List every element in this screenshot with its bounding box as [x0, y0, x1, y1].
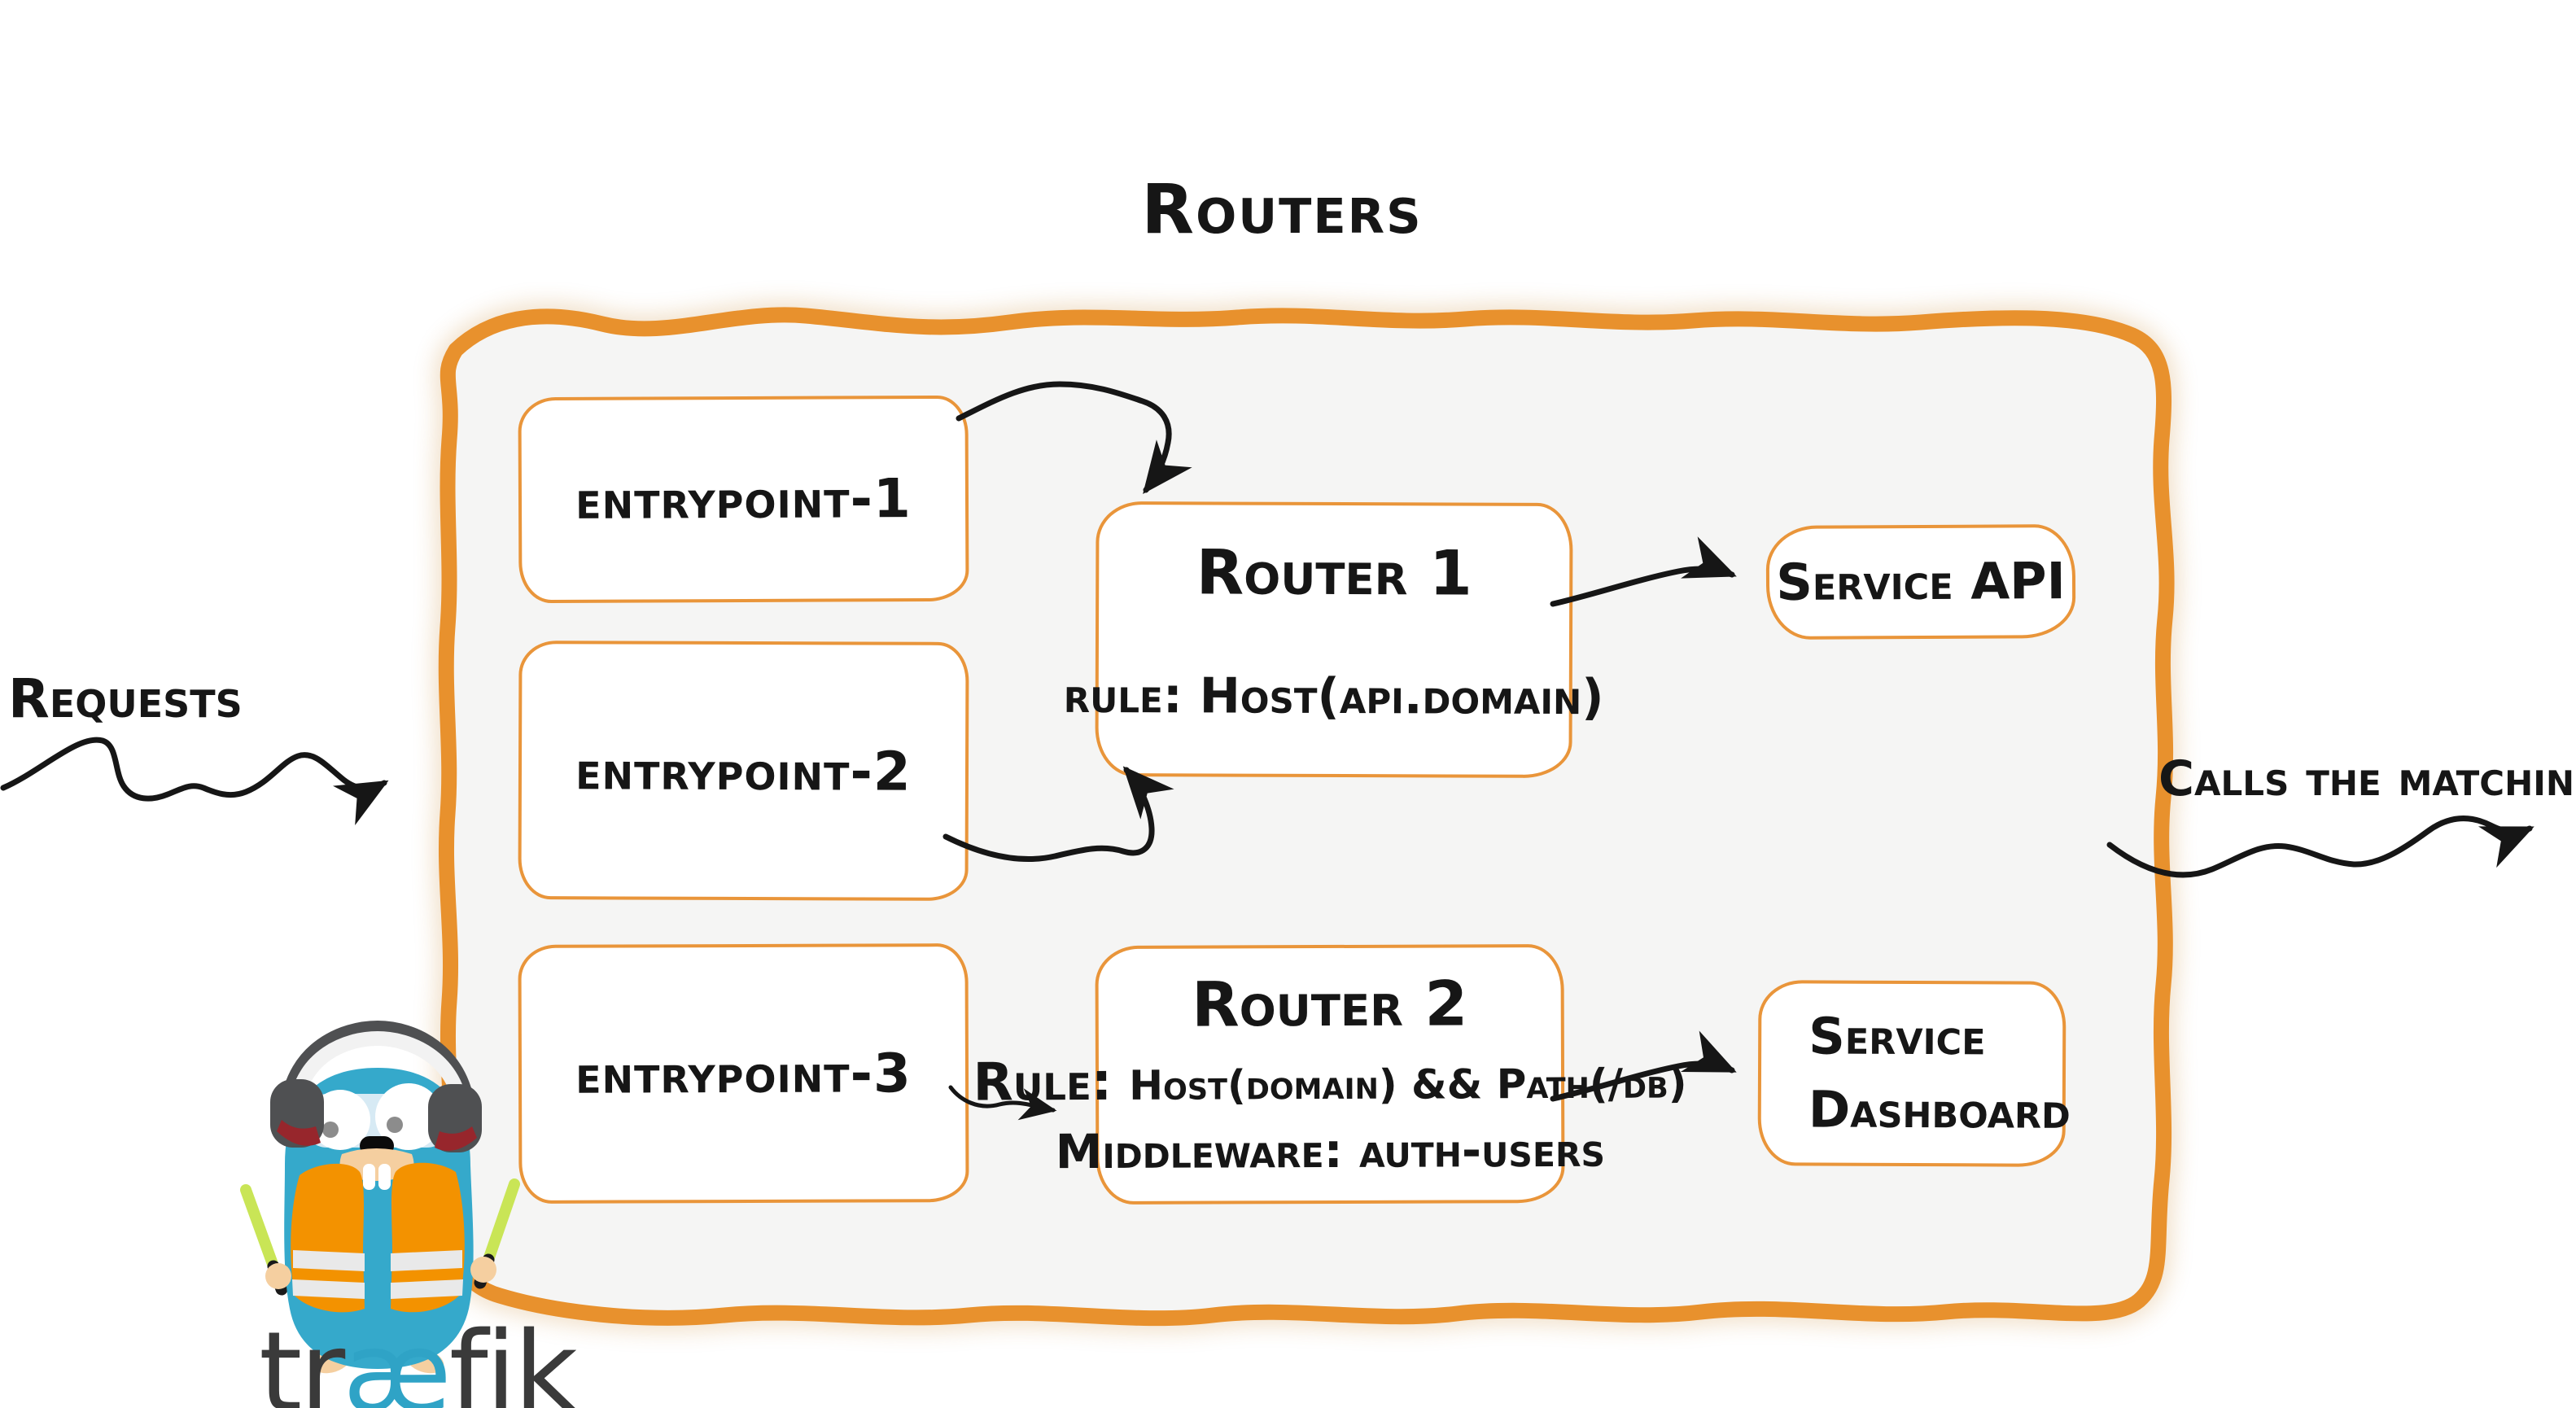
- gopher-left-earcup: [270, 1079, 324, 1148]
- entrypoint-2-box: entrypoint-2: [518, 641, 969, 901]
- service-dashboard-box: Service Dashboard: [1757, 980, 2071, 1167]
- router-2-middleware: Middleware: auth-users: [1055, 1122, 1606, 1180]
- service-dashboard-line1: Service: [1808, 1006, 1986, 1067]
- gopher-right-earcup: [428, 1084, 482, 1152]
- entrypoint-1-label: entrypoint-1: [575, 467, 912, 531]
- entrypoint-1-box: entrypoint-1: [518, 395, 969, 604]
- router-2-rule-value: Host(domain) && Path(/db): [1129, 1060, 1687, 1109]
- entrypoint-3-label: entrypoint-3: [575, 1041, 912, 1106]
- router-2-box: Router 2 Rule: Host(domain) && Path(/db)…: [973, 943, 1687, 1205]
- service-dashboard-line2: Dashboard: [1808, 1079, 2071, 1140]
- requests-label: Requests: [8, 667, 243, 730]
- gopher-right-pupil: [387, 1117, 403, 1133]
- router-1-rule: rule: Host(api.domain): [1063, 667, 1604, 727]
- entrypoint-2-label: entrypoint-2: [575, 738, 912, 803]
- diagram-title: Routers: [1141, 169, 1423, 249]
- entrypoint2-to-router1-arrow: [942, 766, 1174, 863]
- gopher-right-eye: [375, 1083, 442, 1150]
- requests-arrow: [0, 737, 389, 825]
- gopher-left-pupil: [322, 1122, 339, 1138]
- calls-matching-server-arrow: [2106, 816, 2534, 878]
- left-baton-icon: [240, 1184, 279, 1272]
- service-api-box: Service API: [1765, 524, 2076, 640]
- wordmark-fik: fik: [448, 1309, 578, 1408]
- router-2-title: Router 2: [1191, 967, 1468, 1041]
- calls-label: Calls the matching server: [2158, 750, 2576, 807]
- wordmark-tr: tr: [259, 1309, 345, 1408]
- service-dashboard-label: Service Dashboard: [1808, 1000, 2071, 1148]
- router-2-rule-label: Rule:: [973, 1052, 1113, 1113]
- gopher-right-hand: [470, 1257, 496, 1283]
- right-baton-icon: [483, 1178, 520, 1266]
- router-1-box: Router 1 rule: Host(api.domain): [1064, 501, 1604, 779]
- gopher-left-hand: [265, 1263, 291, 1289]
- router1-to-service-api-arrow: [1550, 536, 1737, 607]
- gopher-tooth-right: [378, 1164, 391, 1190]
- traefik-wordmark: træfik: [259, 1309, 578, 1408]
- entrypoint1-to-router1-arrow: [956, 381, 1192, 494]
- gopher-tooth-left: [363, 1164, 375, 1190]
- router-1-title: Router 1: [1196, 536, 1473, 610]
- service-api-label: Service API: [1776, 551, 2066, 612]
- wordmark-ae: æ: [343, 1309, 452, 1408]
- router-2-rule: Rule: Host(domain) && Path(/db): [973, 1050, 1686, 1113]
- entrypoint-3-box: entrypoint-3: [518, 943, 969, 1204]
